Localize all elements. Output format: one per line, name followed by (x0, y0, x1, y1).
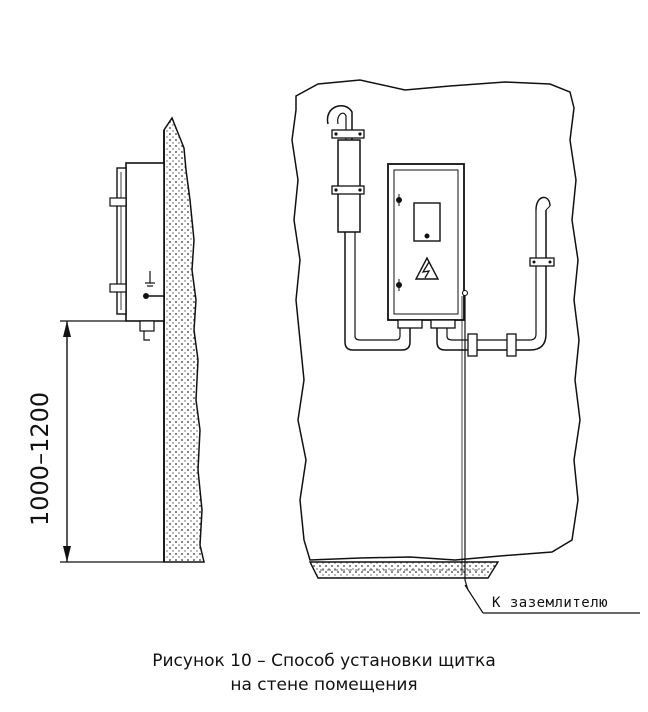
grounding-conductor (461, 296, 640, 614)
height-dimension (60, 320, 164, 563)
cabinet-front (387, 163, 469, 329)
upper-conduit (326, 105, 365, 233)
right-conduit (436, 196, 555, 357)
ground-label: К заземлителю (492, 595, 608, 611)
figure-caption-line1: Рисунок 10 – Способ установки щитка (152, 651, 496, 671)
cabinet-side-profile (109, 162, 165, 341)
floor-slab (308, 561, 500, 579)
figure-caption-line2: на стене помещения (230, 675, 418, 695)
lower-left-conduit (344, 232, 411, 351)
dimension-label: 1000–1200 (26, 392, 54, 526)
side-view: 1000–1200 (26, 116, 205, 563)
front-view: К заземлителю (291, 79, 640, 614)
wall-section (163, 116, 205, 563)
